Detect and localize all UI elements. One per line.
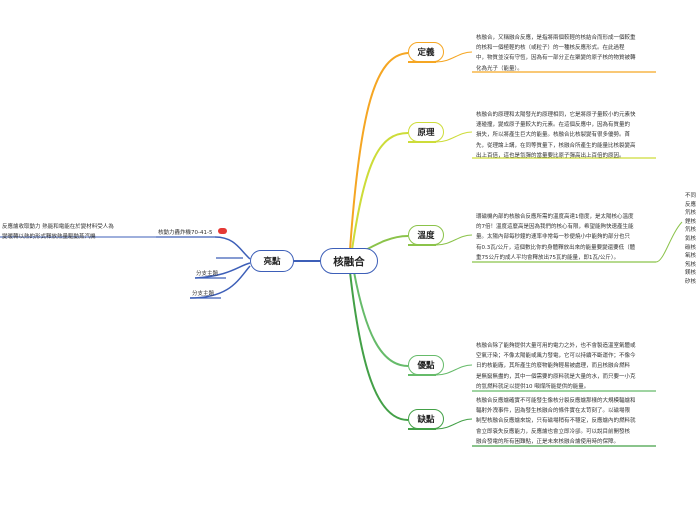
link-disadvantage	[349, 271, 409, 421]
branch-temperature[interactable]: 溫度	[408, 225, 444, 245]
sub-item-topic-2[interactable]: 分支主題	[192, 291, 215, 297]
link-definition	[349, 52, 409, 251]
note-principle: 核融合的原理和太陽發光的原理相同，它是將原子量較小的元素快 速碰撞，變成原子量較…	[476, 112, 636, 159]
central-topic[interactable]: 核融合	[320, 248, 378, 274]
note-definition: 核融合，又稱融合反應，是指將兩個較輕的核結合而形成一個較重 的核和一個極輕的核（…	[476, 35, 636, 72]
note-far-left: 反應爐收取動力 熱能和電能在於變材料受人為 變暖轉以熱的形式釋放熱量驅動蒸汽機	[2, 224, 114, 241]
branch-definition[interactable]: 定義	[408, 42, 444, 62]
branch-disadvantage[interactable]: 缺點	[408, 409, 444, 429]
branch-advantage[interactable]: 優點	[408, 355, 444, 375]
link-advantage	[353, 271, 409, 367]
branch-highlights[interactable]: 亮點	[250, 250, 294, 272]
sub-item-topic-1[interactable]: 分支主題	[196, 271, 219, 277]
note-disadvantage: 核融合反應爐確實不可能發生像核分裂反應爐那樣的大規模輻爐和 輻射外洩事件，因為發…	[476, 398, 636, 445]
note-temperature: 環磁機內部的核融合反應所需的溫度高達1億度，是太陽核心溫度 的7倍！溫度這麼高是…	[476, 214, 636, 261]
sub-item-bomber[interactable]: 核動力轟炸機70-41-5	[158, 230, 213, 236]
note-advantage: 核融合除了能夠提供大量可用的電力之外，也不會製造溫室氣體或 空氣汙染；不像太陽能…	[476, 343, 636, 390]
tag-badge	[218, 228, 227, 234]
link-principle	[351, 132, 409, 251]
side-note: 不同 反應 氘核 鋰核 氘核 氦核 碳核 氧核 氖核 鎂核 矽核	[685, 193, 696, 285]
branch-principle[interactable]: 原理	[408, 122, 444, 142]
